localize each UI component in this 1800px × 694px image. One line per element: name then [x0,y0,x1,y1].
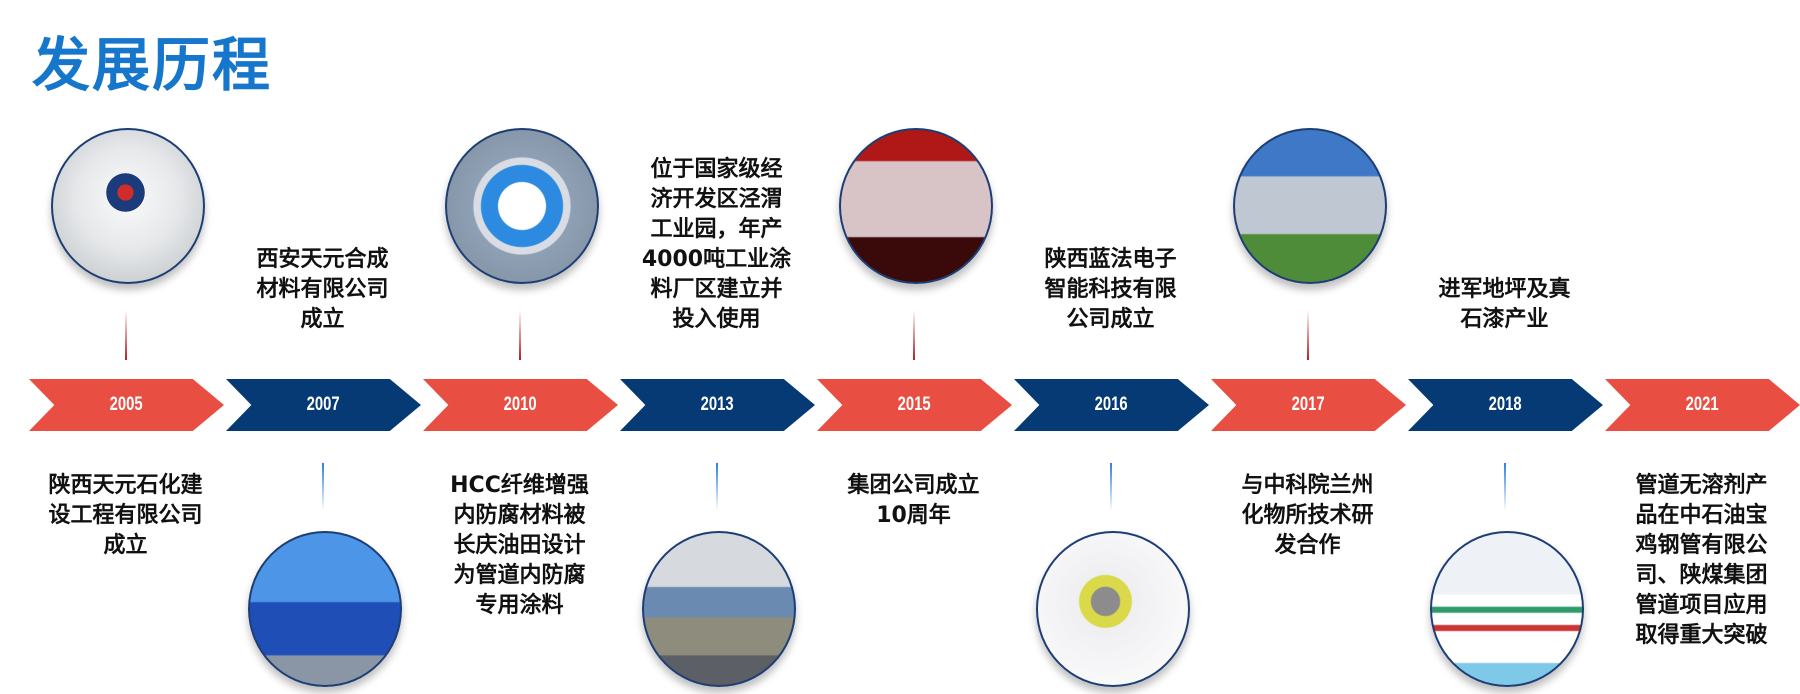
milestone-text-line: 专用涂料 [475,593,564,618]
year-label: 2018 [1489,394,1522,415]
milestone-photo [1233,128,1387,284]
milestone-text-line: 材料有限公司 [256,277,389,302]
milestone-photo [248,531,402,687]
milestone-text-line: 设工程有限公司 [48,503,203,528]
milestone-text-line: 智能科技有限 [1044,277,1177,302]
milestone-text-line: 西安天元合成 [256,247,389,272]
connector-line [716,463,718,511]
milestone-text-line: 管道项目应用 [1635,593,1768,618]
milestone-text-line: 进军地坪及真 [1438,277,1571,302]
timeline-item: 2017 与中科院兰州化物所技术研发合作 [1209,0,1406,694]
milestone-text: 位于国家级经济开发区泾渭工业园，年产 4000吨工业涂料厂区建立并投入使用 [618,130,815,335]
timeline-item: 2021 管道无溶剂产品在中石油宝鸡钢管有限公司、陕煤集团管道项目应用取得重大突破 [1603,0,1800,694]
year-label: 2017 [1292,394,1325,415]
milestone-text-line: 鸡钢管有限公 [1635,533,1768,558]
year-label: 2007 [307,394,340,415]
connector-line [519,310,521,360]
milestone-text-line: 10周年 [876,503,951,528]
year-label: 2005 [110,394,143,415]
year-chevron[interactable]: 2005 [29,379,224,431]
year-chevron[interactable]: 2021 [1605,379,1800,431]
milestone-text: 集团公司成立 10周年 [815,471,1012,531]
year-chevron[interactable]: 2015 [817,379,1012,431]
milestone-text-line: 长庆油田设计 [453,533,586,558]
year-chevron[interactable]: 2018 [1408,379,1603,431]
milestone-text-line: 为管道内防腐 [453,563,586,588]
milestone-text: 陕西天元石化建设工程有限公司成立 [27,471,224,561]
milestone-text-line: 司、陕煤集团 [1635,563,1768,588]
milestone-text-line: 4000吨工业涂 [641,247,792,272]
milestone-text: HCC纤维增强内防腐材料被长庆油田设计为管道内防腐专用涂料 [421,471,618,621]
milestone-text: 西安天元合成材料有限公司成立 [224,130,421,335]
milestone-text: 进军地坪及真石漆产业 [1406,130,1603,335]
connector-line [1307,310,1309,360]
milestone-text-line: 位于国家级经 [650,157,783,182]
year-chevron[interactable]: 2016 [1014,379,1209,431]
year-label: 2013 [701,394,734,415]
milestone-photo [642,531,796,687]
connector-line [125,310,127,360]
year-chevron[interactable]: 2007 [226,379,421,431]
milestone-text-line: 取得重大突破 [1635,623,1768,648]
connector-line [322,463,324,511]
milestone-text-line: 济开发区泾渭 [650,187,783,212]
milestone-text-line: 石漆产业 [1460,307,1549,332]
timeline-item: 2005 陕西天元石化建设工程有限公司成立 [27,0,224,694]
year-chevron[interactable]: 2017 [1211,379,1406,431]
year-chevron[interactable]: 2013 [620,379,815,431]
milestone-photo [445,128,599,284]
year-label: 2021 [1686,394,1719,415]
year-label: 2015 [898,394,931,415]
timeline-item: 2015 集团公司成立 10周年 [815,0,1012,694]
milestone-text-line: 公司成立 [1066,307,1155,332]
milestone-text-line: 陕西蓝法电子 [1044,247,1177,272]
milestone-text: 与中科院兰州化物所技术研发合作 [1209,471,1406,561]
connector-line [1110,463,1112,511]
milestone-text-line: 料厂区建立并 [650,277,783,302]
milestone-photo [839,128,993,284]
milestone-text-line: 发合作 [1274,533,1341,558]
timeline-item: 2018 进军地坪及真石漆产业 [1406,0,1603,694]
connector-line [913,310,915,360]
milestone-text-line: 内防腐材料被 [453,503,586,528]
milestone-text-line: HCC纤维增强 [450,473,589,498]
milestone-text-line: 化物所技术研 [1241,503,1374,528]
milestone-text-line: 成立 [103,533,148,558]
year-chevron[interactable]: 2010 [423,379,618,431]
milestone-photo [1036,531,1190,687]
milestone-text-line: 集团公司成立 [847,473,980,498]
milestone-text: 陕西蓝法电子智能科技有限公司成立 [1012,130,1209,335]
milestone-photo [1430,531,1584,687]
milestone-text: 管道无溶剂产品在中石油宝鸡钢管有限公司、陕煤集团管道项目应用取得重大突破 [1603,471,1800,651]
page-title: 发展历程 [32,31,273,99]
milestone-text-line: 成立 [300,307,345,332]
milestone-text-line: 工业园，年产 [650,217,783,242]
milestone-photo [51,128,205,284]
milestone-text-line: 品在中石油宝 [1635,503,1768,528]
milestone-text-line: 与中科院兰州 [1241,473,1374,498]
milestone-text-line: 投入使用 [672,307,761,332]
milestone-text-line: 陕西天元石化建 [48,473,203,498]
timeline-item: 2013 位于国家级经济开发区泾渭工业园，年产 4000吨工业涂料厂区建立并投入使用 [618,0,815,694]
year-label: 2016 [1095,394,1128,415]
timeline-item: 2016 陕西蓝法电子智能科技有限公司成立 [1012,0,1209,694]
connector-line [1504,463,1506,511]
year-label: 2010 [504,394,537,415]
milestone-text-line: 管道无溶剂产 [1635,473,1768,498]
timeline-item: 2007 西安天元合成材料有限公司成立 [224,0,421,694]
